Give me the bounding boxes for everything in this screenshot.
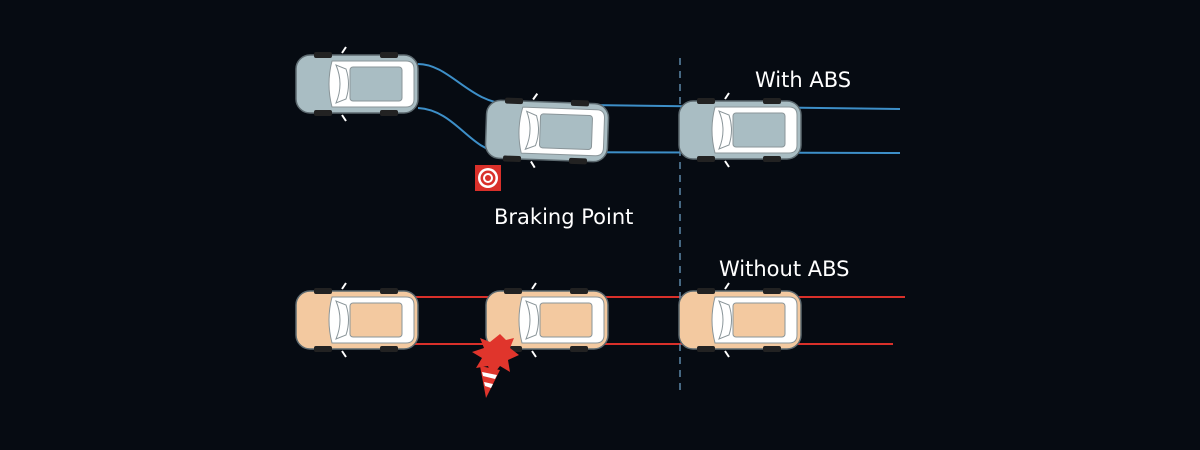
without-abs-label: Without ABS xyxy=(719,257,850,281)
crash-burst-icon xyxy=(472,334,519,376)
traffic-cone-icon xyxy=(480,366,500,398)
target-icon xyxy=(475,165,501,191)
car-icon xyxy=(678,282,802,358)
car-icon xyxy=(678,92,802,168)
car-icon xyxy=(295,46,419,122)
with-abs-label: With ABS xyxy=(755,68,852,92)
car-icon xyxy=(295,282,419,358)
braking-point-label: Braking Point xyxy=(494,205,634,229)
car-icon xyxy=(483,90,611,172)
